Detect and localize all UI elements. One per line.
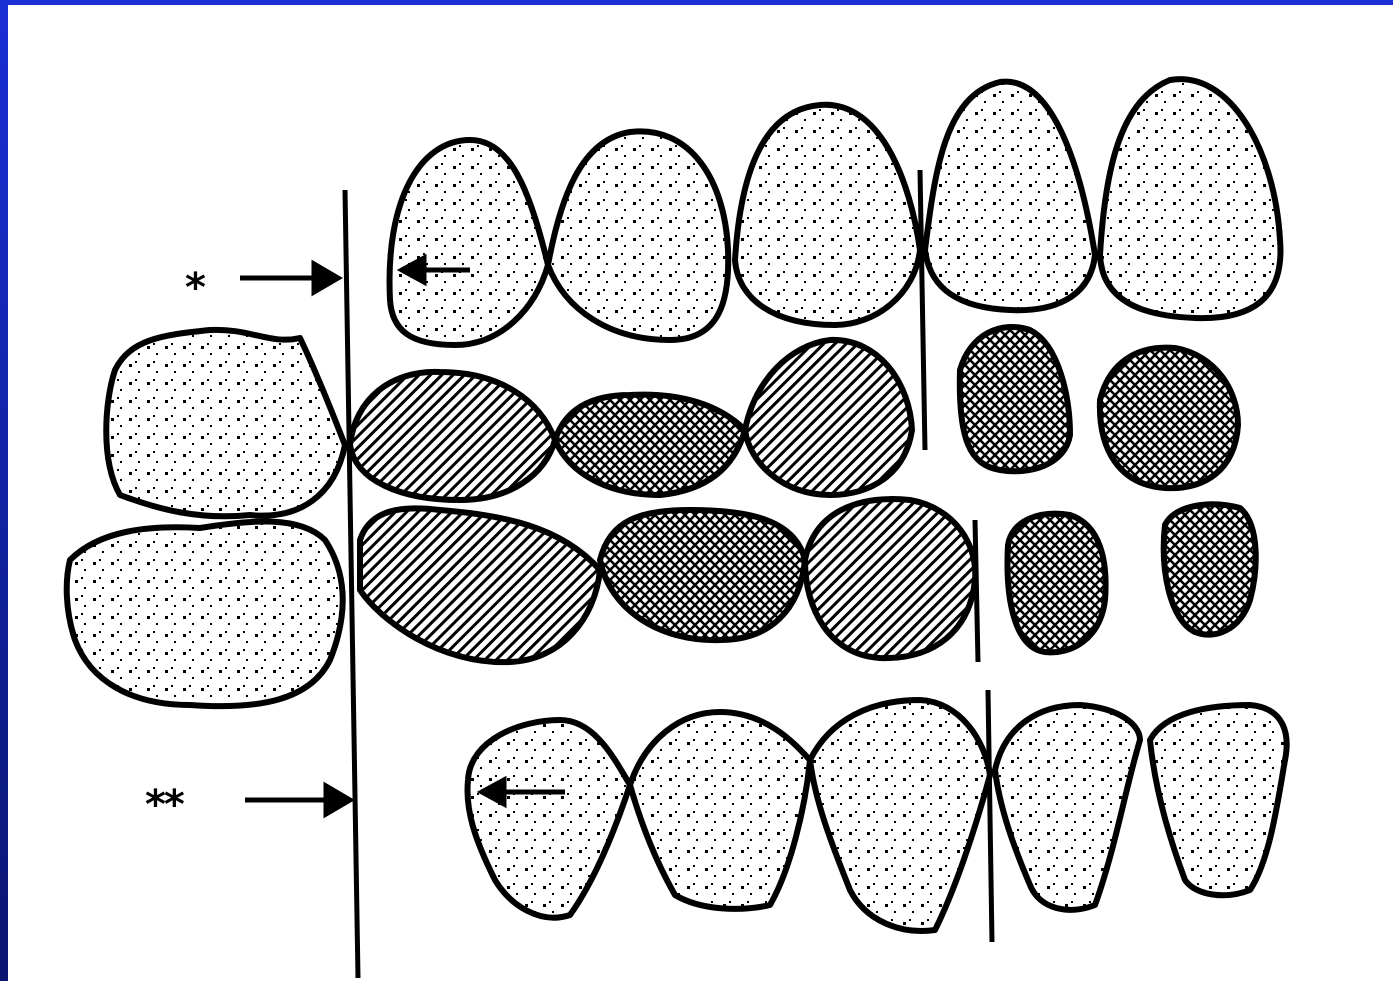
lower-tooth-4 (995, 705, 1140, 910)
upper-tooth-5 (1100, 79, 1280, 318)
middle-row-lower (360, 499, 1256, 662)
middle-row-upper (350, 327, 1238, 500)
hatched-tooth-7 (600, 510, 805, 640)
hatched-tooth-9 (1007, 514, 1105, 653)
upper-tooth-2 (548, 131, 728, 340)
upper-tooth-3 (735, 105, 920, 325)
lower-molar (67, 521, 343, 706)
upper-tooth-1 (390, 140, 548, 345)
hatched-tooth-3 (745, 340, 912, 495)
hatched-tooth-2 (555, 395, 745, 495)
hatched-tooth-8 (805, 499, 975, 658)
hatched-tooth-10 (1164, 504, 1256, 634)
lower-midline (988, 690, 992, 942)
hatched-tooth-4 (960, 327, 1070, 471)
lower-tooth-5 (1150, 705, 1287, 895)
upper-tooth-4 (925, 82, 1095, 311)
lower-marker-label: ** (145, 785, 183, 825)
lower-tooth-1 (467, 720, 630, 918)
upper-molar (106, 330, 345, 516)
upper-midline (920, 170, 925, 450)
hatched-tooth-5 (1100, 348, 1238, 489)
hatched-tooth-6 (360, 508, 600, 662)
left-reference-line (345, 190, 358, 978)
lower-teeth-row (467, 700, 1286, 931)
middle-midline (975, 520, 978, 662)
upper-marker-label: * (185, 268, 206, 308)
lower-tooth-2 (630, 712, 810, 909)
lower-tooth-3 (810, 700, 990, 931)
upper-teeth-row (390, 79, 1281, 345)
hatched-tooth-1 (350, 372, 555, 500)
